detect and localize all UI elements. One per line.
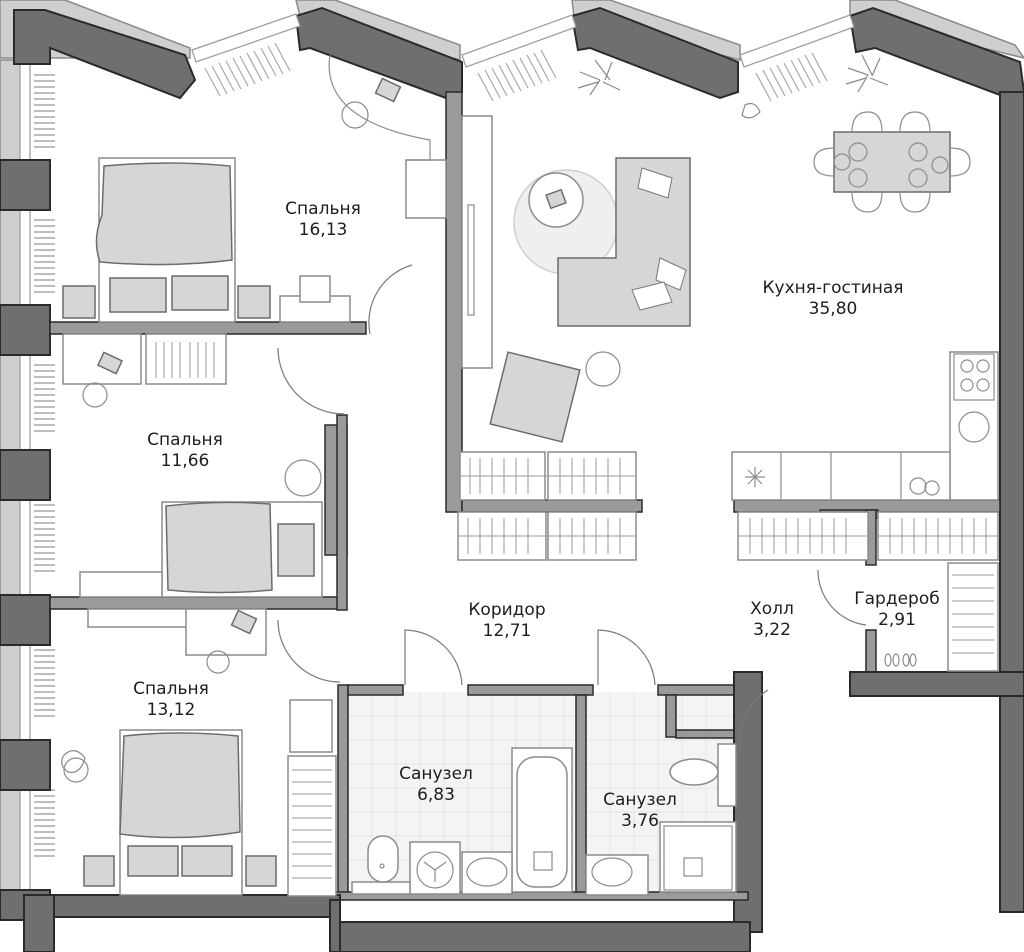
doors (277, 264, 867, 751)
room-area: 3,22 (753, 620, 791, 640)
left-wall-piers (0, 159, 51, 921)
room-area: 2,91 (878, 610, 916, 630)
bathroom-fixtures (351, 743, 737, 896)
room-label-wardrobe: Гардероб 2,91 (854, 589, 939, 631)
room-name: Холл (750, 599, 794, 619)
room-area: 13,12 (146, 700, 196, 720)
room-name: Санузел (399, 764, 473, 784)
living-furniture (457, 111, 971, 561)
room-area: 3,76 (621, 811, 659, 831)
bedroom-2-furniture (79, 459, 323, 674)
room-name: Кухня-гостиная (762, 278, 904, 298)
bedroom-3-furniture (63, 699, 337, 897)
room-label-bedroom-1: Спальня 16,13 (285, 199, 361, 241)
room-label-bathroom-2: Санузел 3,76 (603, 790, 677, 832)
room-name: Спальня (147, 430, 223, 450)
room-area: 12,71 (482, 621, 532, 641)
room-label-bedroom-3: Спальня 13,12 (133, 679, 209, 721)
right-exterior-wall (999, 91, 1024, 913)
top-windows (191, 13, 855, 102)
plant-icons (61, 54, 889, 774)
room-label-corridor: Коридор 12,71 (468, 600, 545, 642)
room-label-kitchen-living: Кухня-гостиная 35,80 (762, 278, 903, 320)
bedroom-1-furniture (62, 54, 447, 408)
room-label-bedroom-2: Спальня 11,66 (147, 430, 223, 472)
room-label-hall: Холл 3,22 (750, 599, 794, 641)
top-exterior-walls (0, 0, 1024, 913)
room-area: 6,83 (417, 785, 455, 805)
room-name: Санузел (603, 790, 677, 810)
room-name: Спальня (285, 199, 361, 219)
room-label-bathroom-1: Санузел 6,83 (399, 764, 473, 806)
room-area: 16,13 (298, 220, 348, 240)
room-area: 11,66 (160, 451, 210, 471)
room-area: 35,80 (808, 299, 858, 319)
room-name: Гардероб (854, 589, 940, 609)
room-name: Спальня (133, 679, 209, 699)
kitchen-furniture (731, 351, 999, 672)
room-name: Коридор (468, 600, 546, 620)
